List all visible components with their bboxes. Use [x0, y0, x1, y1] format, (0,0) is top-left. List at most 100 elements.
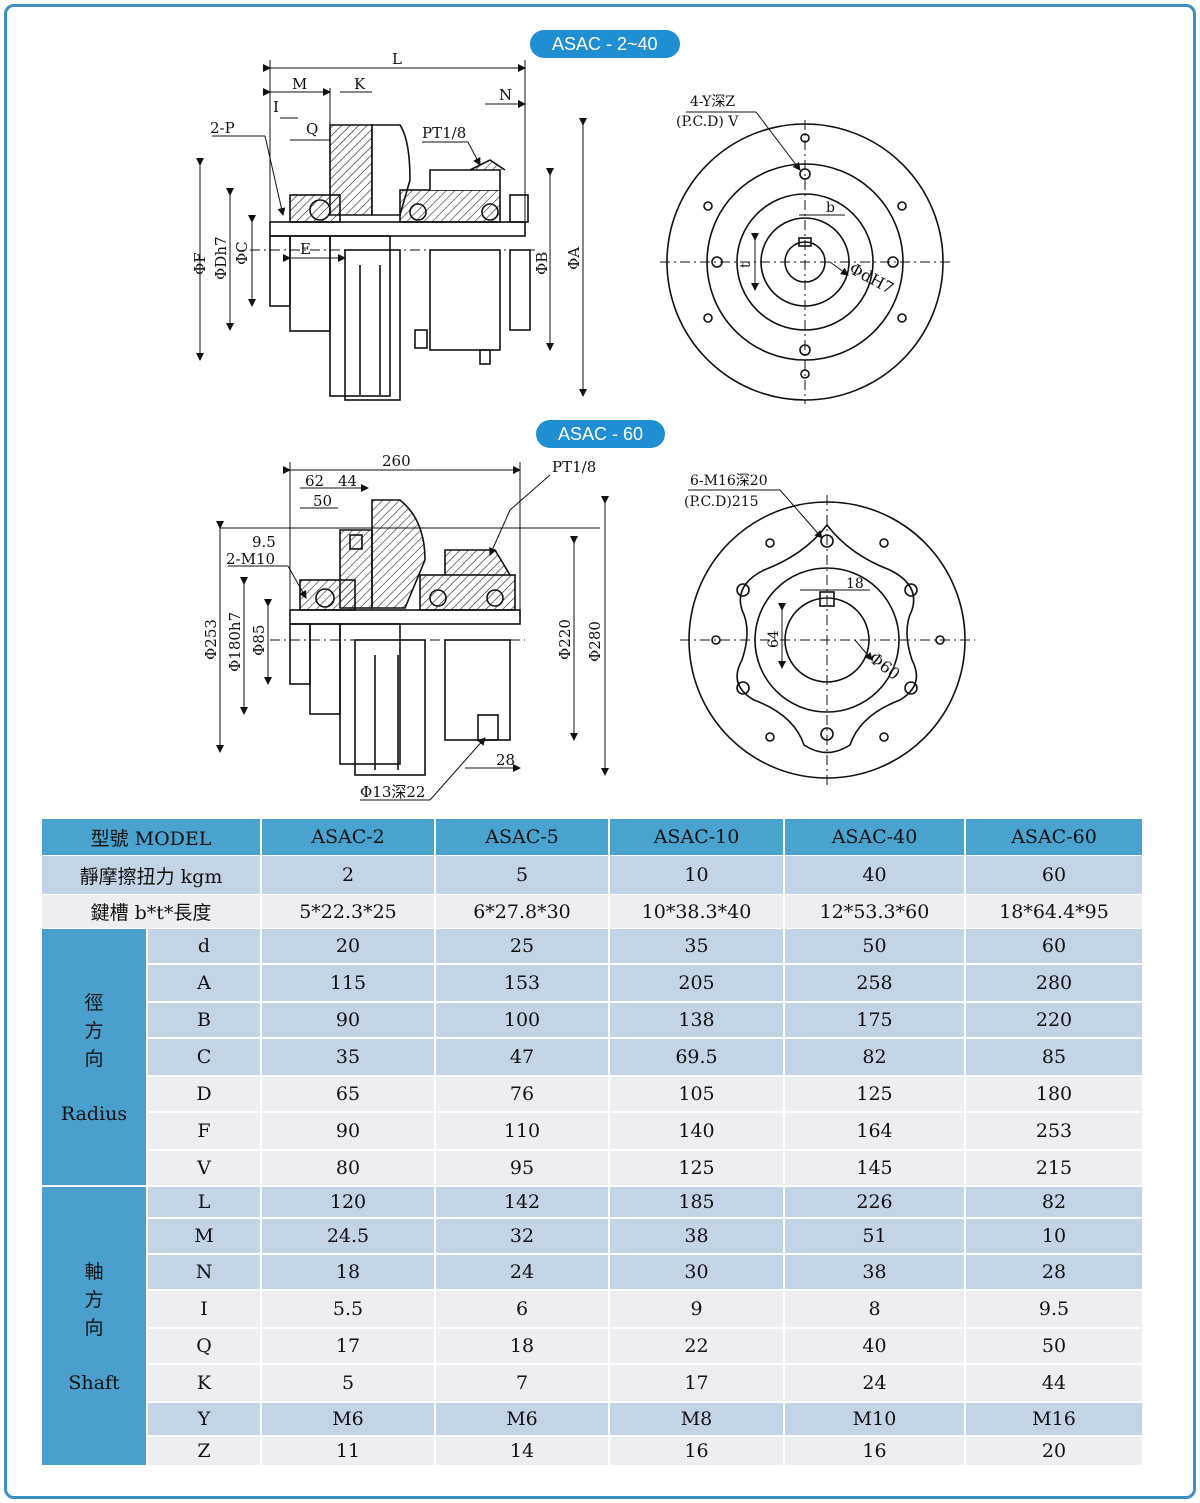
group-char: 方 — [84, 1289, 104, 1311]
torque-cell-1: 2 — [262, 856, 434, 894]
svg-text:62: 62 — [305, 472, 324, 490]
table-cell: 153 — [436, 965, 608, 1001]
table-cell: 50 — [966, 1329, 1142, 1363]
table-cell: 125 — [610, 1151, 783, 1185]
svg-text:K: K — [354, 75, 366, 93]
bottom-side-labels: 260 62 44 50 PT1/8 9.5 2-M10 Φ253 Φ180h7… — [202, 452, 604, 801]
table-cell: 110 — [436, 1113, 608, 1149]
table-cell: M8 — [610, 1403, 783, 1435]
keyway-cell-2: 6*27.8*30 — [436, 895, 608, 928]
table-cell: 253 — [966, 1113, 1142, 1149]
table-cell: 16 — [785, 1437, 964, 1465]
table-cell: 17 — [262, 1329, 434, 1363]
param-label: I — [148, 1291, 260, 1327]
table-cell: 38 — [610, 1219, 783, 1253]
svg-text:ΦC: ΦC — [233, 241, 251, 265]
table-cell: 38 — [785, 1255, 964, 1289]
drawings: L M K N I 2-P Q PT1/8 E ΦF ΦDh7 ΦC ΦB ΦA — [191, 50, 975, 801]
bottom-front-labels: 6-M16深20 (P.C.D)215 18 64 Φ60 — [684, 473, 904, 684]
table-cell: 51 — [785, 1219, 964, 1253]
svg-text:(P.C.D) V: (P.C.D) V — [676, 114, 739, 130]
header-cell-2: ASAC-5 — [436, 819, 608, 855]
svg-text:M: M — [292, 75, 307, 93]
table-cell: 44 — [966, 1365, 1142, 1401]
table-cell: 11 — [262, 1437, 434, 1465]
svg-text:ΦB: ΦB — [533, 252, 551, 275]
torque-cell-2: 5 — [436, 856, 608, 894]
table-cell: 16 — [610, 1437, 783, 1465]
svg-text:260: 260 — [382, 452, 411, 470]
table-cell: 258 — [785, 965, 964, 1001]
svg-text:b: b — [826, 200, 835, 216]
table-cell: 115 — [262, 965, 434, 1001]
param-label: M — [148, 1219, 260, 1253]
table-cell: M10 — [785, 1403, 964, 1435]
svg-text:PT1/8: PT1/8 — [552, 458, 596, 476]
svg-text:Φ253: Φ253 — [202, 619, 220, 660]
table-cell: 185 — [610, 1187, 783, 1217]
bottom-side-dims — [216, 462, 609, 801]
svg-text:44: 44 — [338, 472, 357, 490]
svg-text:ΦDh7: ΦDh7 — [212, 236, 230, 280]
table-cell: 280 — [966, 965, 1142, 1001]
table-cell: 20 — [966, 1437, 1142, 1465]
svg-text:Φ180h7: Φ180h7 — [226, 612, 244, 672]
table-cell: 18 — [262, 1255, 434, 1289]
group-char: 徑 — [84, 992, 104, 1014]
table-cell: 22 — [610, 1329, 783, 1363]
table-cell: 76 — [436, 1077, 608, 1111]
bottom-side-view — [270, 499, 525, 776]
table-cell: 24 — [436, 1255, 608, 1289]
keyway-cell-4: 12*53.3*60 — [785, 895, 964, 928]
table-cell: 5.5 — [262, 1291, 434, 1327]
torque-cell-5: 60 — [966, 856, 1142, 894]
table-cell: 18 — [436, 1329, 608, 1363]
param-label: Y — [148, 1403, 260, 1435]
title-asac-60: ASAC - 60 — [536, 420, 666, 448]
table-cell: 28 — [966, 1255, 1142, 1289]
svg-text:N: N — [499, 86, 512, 104]
param-label: F — [148, 1113, 260, 1149]
table-cell: 82 — [785, 1039, 964, 1075]
group-char: 向 — [84, 1317, 104, 1339]
svg-text:Φ85: Φ85 — [250, 625, 268, 656]
table-cell: 180 — [966, 1077, 1142, 1111]
svg-text:(P.C.D)215: (P.C.D)215 — [684, 494, 759, 510]
svg-text:Q: Q — [306, 120, 318, 138]
svg-text:ΦF: ΦF — [191, 252, 209, 275]
top-front-view — [660, 120, 950, 404]
header-cell-5: ASAC-60 — [966, 819, 1142, 855]
param-label: B — [148, 1003, 260, 1037]
svg-text:L: L — [392, 50, 402, 68]
svg-text:Φ220: Φ220 — [556, 619, 574, 660]
table-cell: 30 — [610, 1255, 783, 1289]
param-label: A — [148, 965, 260, 1001]
table-cell: 6 — [436, 1291, 608, 1327]
table-cell: M16 — [966, 1403, 1142, 1435]
table-cell: 125 — [785, 1077, 964, 1111]
table-cell: 85 — [966, 1039, 1142, 1075]
table-cell: 65 — [262, 1077, 434, 1111]
keyway-cell-0: 鍵槽 b*t*長度 — [42, 895, 260, 928]
param-label: Z — [148, 1437, 260, 1465]
table-cell: M6 — [436, 1403, 608, 1435]
group-char: 方 — [84, 1020, 104, 1042]
param-label: d — [148, 929, 260, 963]
keyway-cell-1: 5*22.3*25 — [262, 895, 434, 928]
table-cell: 175 — [785, 1003, 964, 1037]
top-front-dims — [686, 111, 849, 291]
param-label: D — [148, 1077, 260, 1111]
svg-text:2-M10: 2-M10 — [226, 550, 275, 568]
table-cell: 25 — [436, 929, 608, 963]
table-cell: 50 — [785, 929, 964, 963]
svg-text:Φ13深22: Φ13深22 — [360, 783, 425, 801]
param-label: N — [148, 1255, 260, 1289]
svg-text:I: I — [273, 98, 279, 116]
table-cell: 164 — [785, 1113, 964, 1149]
header-cell-1: ASAC-2 — [262, 819, 434, 855]
table-cell: 142 — [436, 1187, 608, 1217]
svg-text:Φ280: Φ280 — [586, 621, 604, 662]
param-label: K — [148, 1365, 260, 1401]
